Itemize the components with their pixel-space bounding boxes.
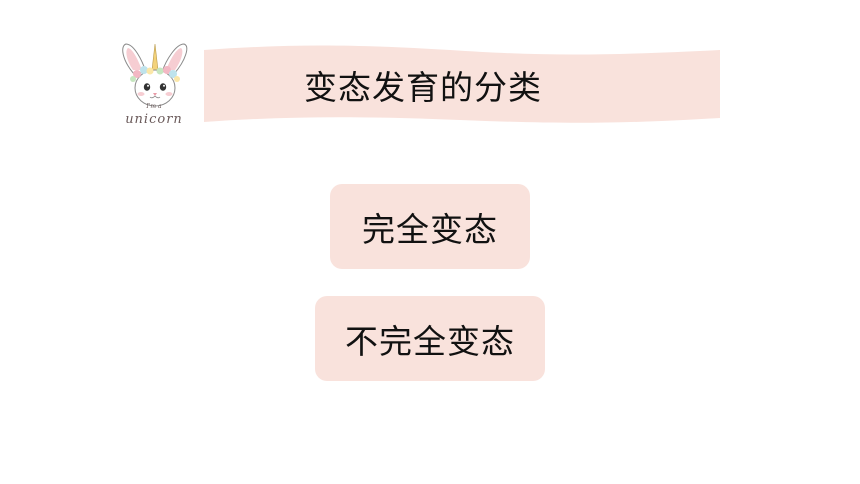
page-title: 变态发育的分类 xyxy=(304,68,542,107)
title-banner: 变态发育的分类 xyxy=(200,44,722,126)
option-complete-metamorphosis[interactable]: 完全变态 xyxy=(330,184,530,269)
option-incomplete-metamorphosis[interactable]: 不完全变态 xyxy=(315,296,545,381)
unicorn-bunny-icon xyxy=(122,43,188,107)
logo-text: unicorn xyxy=(125,112,183,127)
logo-small-text: I'm a xyxy=(146,103,162,110)
banner-shape xyxy=(204,45,720,123)
unicorn-logo: I'm a unicorn xyxy=(112,40,196,132)
